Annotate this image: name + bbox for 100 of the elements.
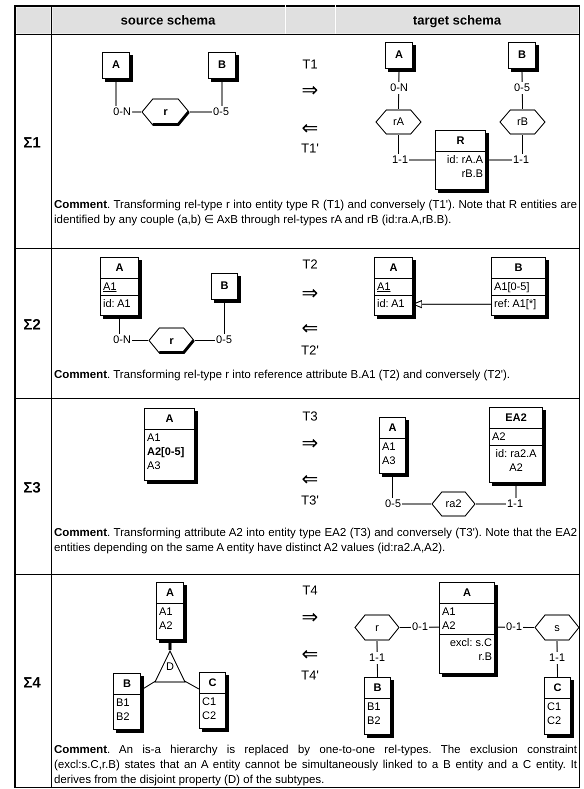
cardinality-label: 0-N (112, 106, 132, 118)
cardinality-label: 1-1 (368, 652, 386, 664)
entity-name: EA2 (490, 408, 542, 429)
relationship-name: s (554, 622, 560, 634)
entity-name: C (545, 678, 570, 699)
row-label: Σ4 (23, 674, 41, 692)
entity-name: A (101, 258, 138, 279)
backward-arrow-symbol: ⇐ (302, 468, 318, 492)
cardinality-label: 0-5 (513, 82, 531, 94)
relationship-name: r (163, 106, 168, 118)
entity-box (102, 52, 130, 79)
cardinality-label: 0-5 (384, 498, 402, 510)
attribute-text: C2 (547, 714, 562, 728)
entity-name: B (220, 279, 230, 294)
cardinality-label: 0-1 (411, 621, 429, 633)
cardinality-label: 0-1 (505, 621, 523, 633)
entity-name: A (440, 583, 494, 604)
attribute-text: A2 (492, 430, 506, 444)
relationship-hexagon (148, 327, 195, 354)
comment-text: Comment. Transforming rel-type r into reference attribute B.A1 (T2) and conversely (T2'). (54, 368, 511, 383)
row-label: Σ2 (23, 316, 41, 334)
entity-name: B (217, 58, 227, 73)
relationship-hexagon (431, 491, 476, 517)
entity-box (491, 257, 546, 316)
backward-arrow-symbol: ⇐ (302, 116, 318, 140)
entity-name: B (365, 678, 390, 699)
comment-text: Comment. Transforming attribute A2 into entity type EA2 (T3) and conversely (T3'). Note that the EA2 entities depending on the same A entity have distinct A2 values (id:ra2.A,A2). (54, 526, 577, 556)
entity-box (544, 677, 571, 735)
entity-name: B (492, 258, 545, 279)
relationship-name: rB (517, 116, 528, 128)
attribute-text: C1 (202, 695, 218, 709)
attribute-text: A1 (382, 440, 396, 454)
attribute-text: B1 (367, 700, 382, 714)
attribute-text: C2 (202, 709, 218, 723)
cardinality-label: 1-1 (506, 498, 524, 510)
relationship-name: r (375, 622, 379, 634)
relationship-hexagon (499, 109, 546, 135)
entity-box (113, 673, 141, 730)
attribute-text: id: A1 (377, 297, 406, 311)
entity-name: A (375, 258, 412, 279)
cardinality-label: 0-5 (212, 106, 230, 118)
cardinality-label: 0-N (112, 334, 132, 346)
cardinality-label: 1-1 (548, 652, 566, 664)
entity-box (439, 582, 495, 674)
entity-name: A (380, 418, 405, 439)
attribute-text: id: ra2.A A2 (494, 447, 538, 475)
connector-line (398, 134, 436, 160)
forward-arrow-symbol: ⇒ (302, 282, 318, 306)
backward-arrow-symbol: ⇐ (302, 642, 318, 666)
connector-line (556, 640, 558, 678)
transformation-name: T1' (301, 140, 319, 156)
relationship-name: ra2 (446, 498, 462, 510)
entity-box (385, 42, 413, 69)
attribute-text: excl: s.C r.B (448, 636, 492, 664)
entity-box (364, 677, 391, 735)
attribute-text: B2 (367, 714, 382, 728)
attribute-text: A1 (377, 280, 392, 294)
entity-box (208, 52, 236, 79)
entity-name: A (111, 58, 121, 73)
entity-name: C (200, 673, 225, 694)
cardinality-label: 0-5 (215, 334, 233, 346)
entity-name: A (394, 48, 404, 63)
attribute-text: C1 (547, 700, 562, 714)
attribute-text: A2 (159, 619, 174, 633)
attribute-text: B1 (116, 696, 130, 710)
transformation-name: T1 (302, 56, 318, 72)
relationship-name: r (169, 334, 174, 346)
attribute-text: B2 (116, 710, 130, 724)
backward-arrow-symbol: ⇐ (302, 316, 318, 340)
transformation-name: T2' (301, 342, 319, 358)
transformation-name: T2 (302, 256, 318, 272)
attribute-text: A1 (442, 605, 456, 619)
forward-arrow-symbol: ⇒ (302, 432, 318, 456)
attribute-text: A3 (382, 454, 396, 468)
entity-box (144, 408, 195, 481)
disjoint-triangle (154, 650, 186, 683)
attribute-text: A3 (147, 459, 162, 473)
cardinality-label: 0-N (389, 82, 409, 94)
connector-line (376, 640, 378, 678)
attribute-text: A2[0-5] (147, 445, 186, 459)
entity-box (489, 407, 543, 483)
transformation-name: T4' (301, 668, 319, 682)
entity-box (156, 582, 184, 640)
attribute-text: A1 (147, 431, 162, 445)
attribute-text: ref: A1[*] (494, 297, 538, 311)
constraint-letter: D (166, 661, 174, 674)
cardinality-label: 1-1 (391, 154, 409, 166)
row-label: Σ3 (23, 480, 41, 496)
entity-name: B (517, 48, 527, 63)
entity-box (435, 130, 486, 190)
relationship-hexagon (534, 614, 580, 641)
entity-box (379, 417, 406, 474)
relationship-name: rA (393, 116, 404, 128)
entity-box (374, 257, 413, 316)
comment-text: Comment. An is-a hierarchy is replaced by one-to-one rel-types. The exclusion constraint (excl:s.C,r.B) states that an A entity cannot be simultaneously linked to a B entity and a C entity. It derives from the disjoint property (D) of the subtypes. (54, 743, 577, 788)
relationship-hexagon (375, 109, 422, 135)
relationship-hexagon (141, 98, 190, 126)
transformation-name: T3 (302, 408, 318, 424)
attribute-text: A1 (103, 280, 118, 294)
attribute-text: A1 (159, 605, 174, 619)
